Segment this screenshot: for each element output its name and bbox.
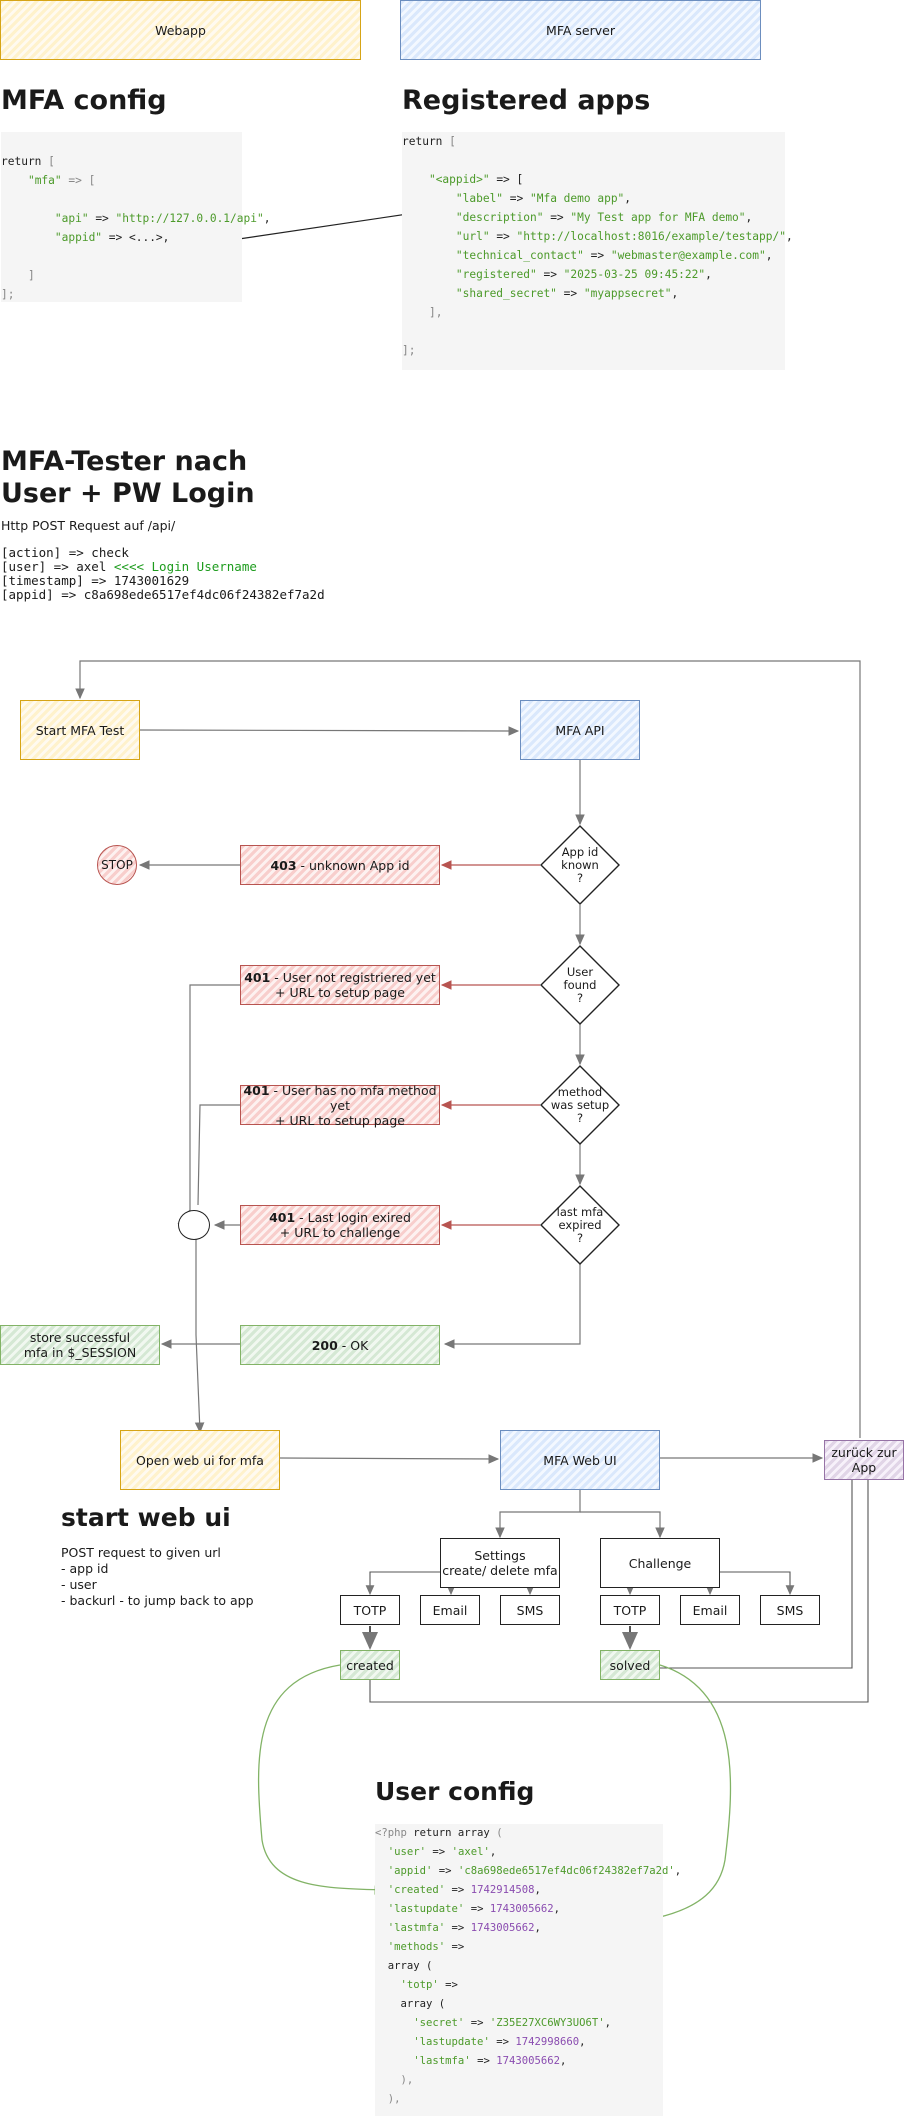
mfa-api-label: MFA API <box>555 722 605 738</box>
request-params: [action] => check [user] => axel <<<< Lo… <box>1 545 325 602</box>
http-request-line: Http POST Request auf /api/ <box>1 518 176 533</box>
open-web-ui-box: Open web ui for mfa <box>120 1430 280 1490</box>
created-box: created <box>340 1650 400 1680</box>
sms-box-challenge: SMS <box>760 1595 820 1625</box>
email-box-settings: Email <box>420 1595 480 1625</box>
start-web-ui-note: POST request to given url - app id - use… <box>61 1545 254 1608</box>
stop-label: STOP <box>101 857 133 872</box>
diamond-app-known <box>540 825 620 905</box>
webapp-box: Webapp <box>0 0 361 60</box>
error-401-not-registered-box: 401 - User not registriered yet+ URL to … <box>240 965 440 1005</box>
sms-box-settings: SMS <box>500 1595 560 1625</box>
webapp-label: Webapp <box>155 22 206 38</box>
mfa-server-label: MFA server <box>546 22 615 38</box>
diamond-user-found <box>540 945 620 1025</box>
mfa-web-ui-box: MFA Web UI <box>500 1430 660 1490</box>
mfa-web-ui-label: MFA Web UI <box>543 1452 617 1468</box>
mfa-api-box: MFA API <box>520 700 640 760</box>
registered-apps-code: return [ "<appid>" => [ "label" => "Mfa … <box>402 132 793 370</box>
store-success-box: store successful mfa in $_SESSION <box>0 1325 160 1365</box>
error-403-box: 403 - unknown App id <box>240 845 440 885</box>
back-to-app-box: zurück zur App <box>824 1440 904 1480</box>
diamond-method-setup <box>540 1065 620 1145</box>
start-mfa-test-label: Start MFA Test <box>35 722 125 738</box>
solved-box: solved <box>600 1650 660 1680</box>
back-to-app-label: zurück zur App <box>831 1445 897 1475</box>
heading-mfa-config: MFA config <box>1 85 167 116</box>
merge-node <box>178 1210 210 1240</box>
totp-box-settings: TOTP <box>340 1595 400 1625</box>
diamond-method-setup-label: method was setup ? <box>550 1084 610 1125</box>
user-config-code: <?php return array ( 'user' => 'axel', '… <box>375 1824 681 2116</box>
error-401-no-method-box: 401 - User has no mfa method yet+ URL to… <box>240 1083 440 1128</box>
diamond-app-known-label: App id known ? <box>561 844 599 885</box>
mfa-config-code: return [ "mfa" => [ "api" => "http://127… <box>1 132 270 302</box>
totp-box-challenge: TOTP <box>600 1595 660 1625</box>
heading-mfa-tester: MFA-Tester nach User + PW Login <box>1 446 255 509</box>
email-box-challenge: Email <box>680 1595 740 1625</box>
diamond-last-mfa-expired <box>540 1185 620 1265</box>
diamond-last-mfa-expired-label: last mfa expired ? <box>556 1204 604 1245</box>
stop-node: STOP <box>97 845 137 885</box>
challenge-box: Challenge <box>600 1538 720 1588</box>
challenge-label: Challenge <box>628 1555 692 1571</box>
heading-user-config: User config <box>375 1777 535 1806</box>
diamond-user-found-label: User found ? <box>563 964 597 1005</box>
error-401-login-expired-box: 401 - Last login exired+ URL to challeng… <box>240 1205 440 1245</box>
heading-registered-apps: Registered apps <box>402 85 651 116</box>
open-web-ui-label: Open web ui for mfa <box>136 1452 264 1468</box>
settings-box: Settings create/ delete mfa <box>440 1538 560 1588</box>
heading-start-web-ui: start web ui <box>61 1503 231 1532</box>
start-mfa-test-box: Start MFA Test <box>20 700 140 760</box>
store-success-label: store successful mfa in $_SESSION <box>23 1330 137 1360</box>
ok-200-box: 200 - OK <box>240 1325 440 1365</box>
settings-label: Settings create/ delete mfa <box>442 1548 558 1578</box>
mfa-server-box: MFA server <box>400 0 761 60</box>
